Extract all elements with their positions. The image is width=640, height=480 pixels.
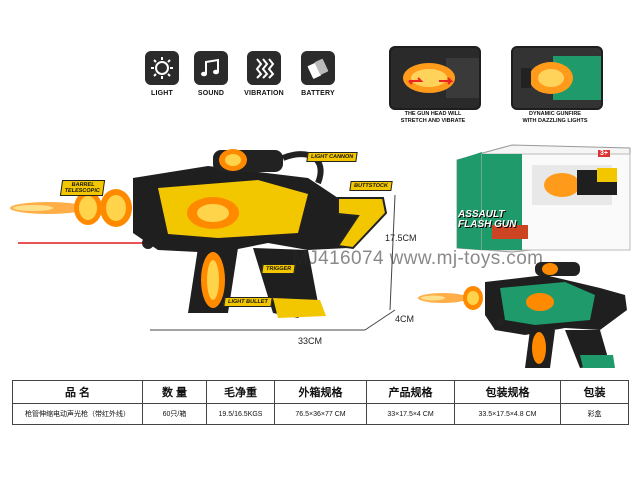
feature-light: LIGHT	[138, 51, 186, 97]
inset-gunfire-illustration	[513, 48, 601, 108]
dimension-lines	[150, 194, 396, 331]
dim-depth: 4CM	[395, 314, 415, 324]
spec-table: 品 名 数 量 毛净重 外箱规格 产品规格 包装规格 包装 枪管伸缩电动声光枪（…	[12, 380, 629, 425]
table-cell: 33.5×17.5×4.8 CM	[454, 403, 561, 425]
table-cell: 枪管伸缩电动声光枪（带红外线）	[12, 403, 143, 425]
inset-barrel-illustration	[391, 48, 479, 108]
battery-icon	[307, 58, 329, 79]
table-header-row: 品 名 数 量 毛净重 外箱规格 产品规格 包装规格 包装	[12, 380, 629, 404]
dim-height: 17.5CM	[385, 233, 417, 243]
feature-label: BATTERY	[301, 90, 335, 97]
feature-label: LIGHT	[151, 90, 173, 97]
feature-sound: SOUND	[187, 51, 235, 97]
green-gun-illustration	[418, 262, 627, 368]
age-badge: 3+	[598, 150, 610, 157]
light-icon	[151, 57, 173, 79]
table-header: 毛净重	[206, 380, 275, 404]
inset-gunfire	[511, 46, 603, 110]
main-gun-illustration	[10, 149, 388, 318]
product-box	[456, 144, 631, 253]
table-header: 包装	[560, 380, 629, 404]
table-cell: 76.5×36×77 CM	[274, 403, 367, 425]
watermark: MJ416074 www.mj-toys.com	[292, 248, 544, 269]
vibration-icon	[255, 58, 275, 79]
sound-icon	[201, 58, 219, 77]
table-header: 产品规格	[366, 380, 455, 404]
callout-light-cannon: LIGHT CANNON	[306, 152, 358, 162]
table-row: 枪管伸缩电动声光枪（带红外线） 60只/箱 19.5/16.5KGS 76.5×…	[12, 403, 629, 425]
feature-label: SOUND	[197, 90, 225, 97]
table-header: 外箱规格	[274, 380, 367, 404]
table-cell: 33×17.5×4 CM	[366, 403, 455, 425]
table-cell: 19.5/16.5KGS	[206, 403, 275, 425]
table-header: 品 名	[12, 380, 143, 404]
feature-battery: BATTERY	[294, 51, 342, 97]
dim-length: 33CM	[298, 336, 323, 346]
table-cell: 60只/箱	[142, 403, 207, 425]
feature-label: VIBRATION	[244, 90, 284, 97]
inset-barrel-stretch	[389, 46, 481, 110]
table-cell: 彩盒	[560, 403, 629, 425]
feature-vibration: VIBRATION	[240, 51, 288, 97]
table-header: 包装规格	[454, 380, 561, 404]
table-header: 数 量	[142, 380, 207, 404]
